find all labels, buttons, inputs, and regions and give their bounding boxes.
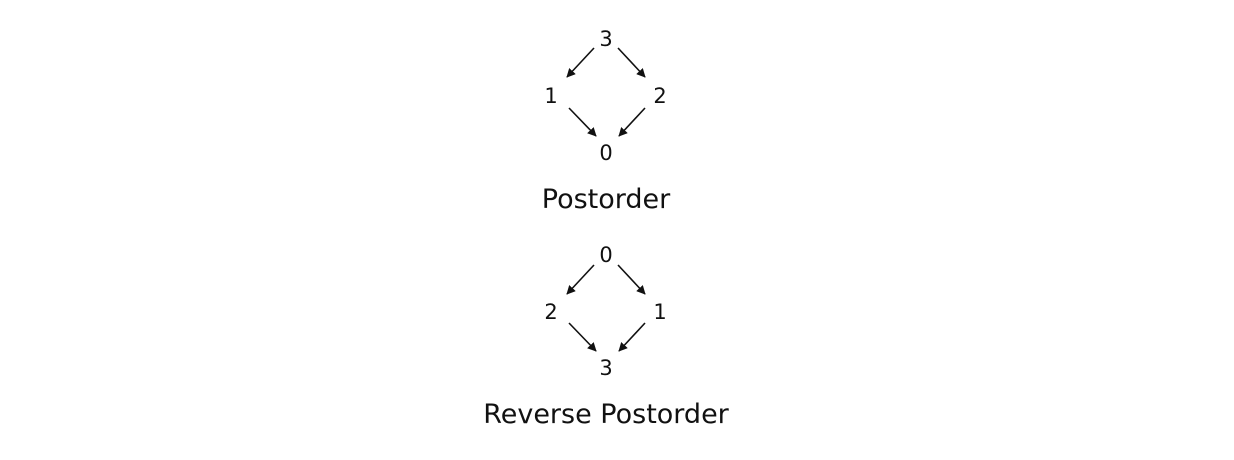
reverse-postorder-node-right: 1 [653,300,666,324]
postorder-edge-right-bottom [618,107,646,137]
reverse-postorder-diagram: 0 2 1 3 Reverse Postorder [483,243,729,430]
reverse-postorder-edges [566,264,646,352]
reverse-postorder-node-top: 0 [599,243,612,267]
postorder-edges [566,47,646,137]
postorder-diagram: 3 1 2 0 Postorder [542,27,671,215]
postorder-edge-top-left [566,47,595,78]
reverse-postorder-node-bottom: 3 [599,356,612,380]
postorder-edge-top-right [617,47,646,78]
reverse-postorder-edge-top-right [617,264,646,295]
reverse-postorder-edge-left-bottom [568,322,597,352]
postorder-node-right: 2 [653,84,666,108]
postorder-node-top: 3 [599,27,612,51]
postorder-node-left: 1 [544,84,557,108]
postorder-node-bottom: 0 [599,141,612,165]
postorder-edge-left-bottom [568,107,597,137]
reverse-postorder-edge-right-bottom [618,322,646,352]
reverse-postorder-node-left: 2 [544,300,557,324]
reverse-postorder-edge-top-left [566,264,595,295]
postorder-caption: Postorder [542,184,671,215]
reverse-postorder-caption: Reverse Postorder [483,399,729,430]
